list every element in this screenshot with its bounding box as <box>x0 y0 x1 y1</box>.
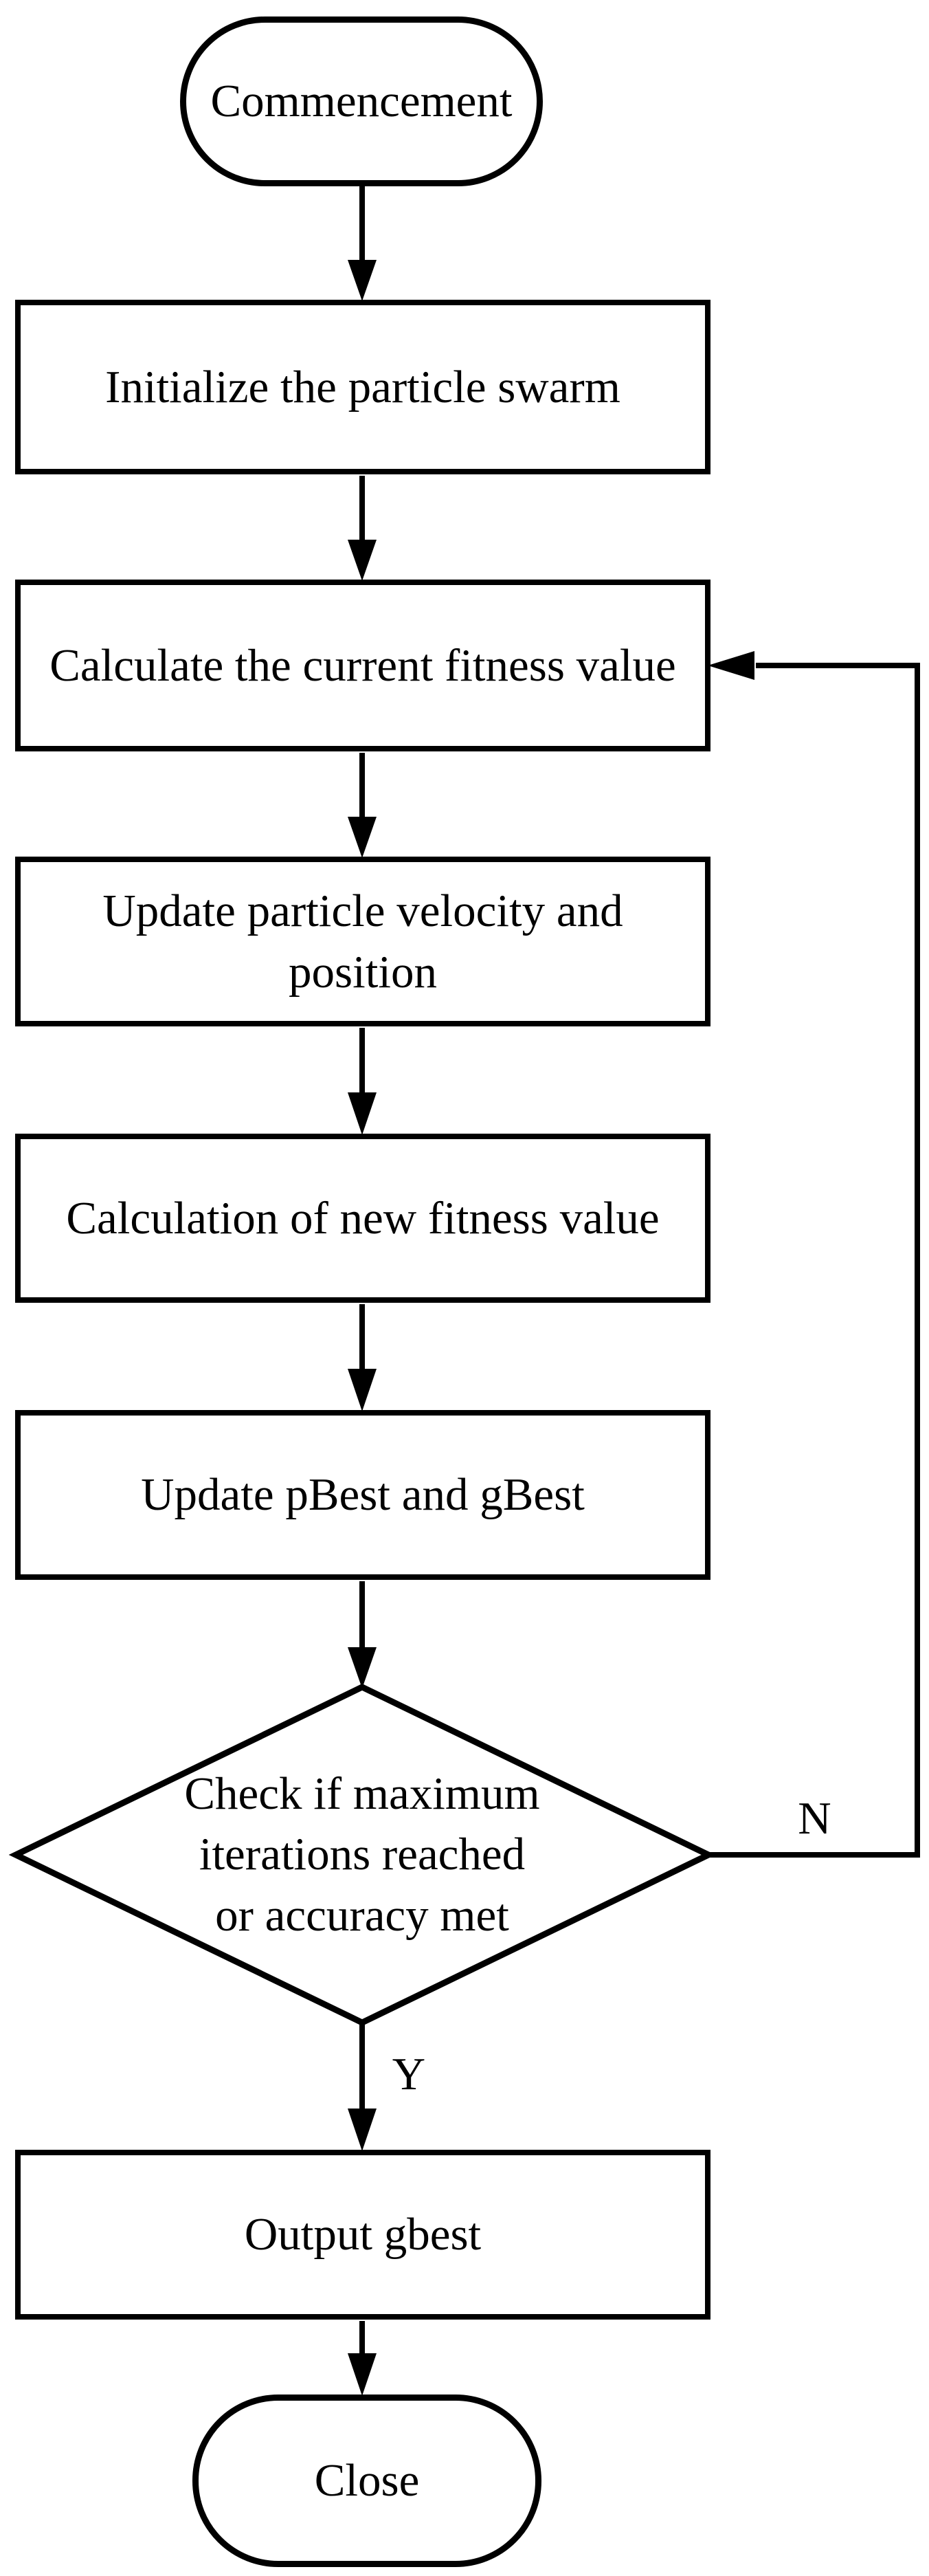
node-calculate-fitness-label: Calculate the current fitness value <box>49 639 676 691</box>
node-output: Output gbest <box>15 2150 710 2320</box>
node-update-best: Update pBest and gBest <box>15 1410 710 1580</box>
node-new-fitness-label: Calculation of new fitness value <box>66 1192 660 1244</box>
node-start: Commencement <box>180 16 543 186</box>
node-decision-label: Check if maximum iterations reached or a… <box>184 1768 540 1941</box>
arrowhead-velocity <box>348 817 377 858</box>
node-update-best-label: Update pBest and gBest <box>141 1469 585 1521</box>
node-output-label: Output gbest <box>244 2209 482 2260</box>
node-calculate-fitness: Calculate the current fitness value <box>15 580 710 751</box>
node-update-velocity-label: Update particle velocity and position <box>102 885 623 998</box>
edge-label-no: N <box>798 1792 831 1844</box>
arrowhead-output <box>348 2109 377 2151</box>
edge-label-yes: Y <box>392 2049 426 2100</box>
arrowhead-fitness-loop <box>708 651 754 680</box>
arrowhead-init <box>348 260 377 301</box>
arrowhead-best <box>348 1369 377 1411</box>
node-start-label: Commencement <box>210 76 513 127</box>
node-decision: Check if maximum iterations reached or a… <box>173 1763 551 1946</box>
node-end-label: Close <box>314 2455 420 2507</box>
node-update-velocity: Update particle velocity and position <box>15 857 710 1026</box>
arrow-decision-to-fitness-loop <box>708 663 920 1858</box>
node-initialize-label: Initialize the particle swarm <box>105 361 620 412</box>
arrowhead-decision <box>348 1647 377 1688</box>
node-initialize: Initialize the particle swarm <box>15 300 710 474</box>
arrowhead-newfitness <box>348 1092 377 1135</box>
node-end: Close <box>192 2395 541 2567</box>
arrowhead-fitness <box>348 540 377 581</box>
node-new-fitness: Calculation of new fitness value <box>15 1134 710 1303</box>
arrowhead-end <box>348 2353 377 2396</box>
decision-diamond-shape <box>8 1684 716 2026</box>
